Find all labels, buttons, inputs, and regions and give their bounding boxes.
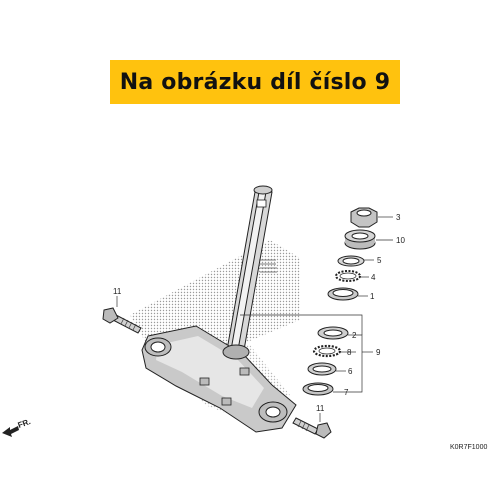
ball-bearing-part-4 — [335, 270, 361, 282]
callout-4: 4 — [371, 273, 376, 282]
callout-6: 6 — [348, 367, 353, 376]
bearing-race-part-5 — [337, 255, 365, 267]
callout-1: 1 — [370, 292, 375, 301]
part-number-banner: Na obrázku díl číslo 9 — [110, 60, 400, 104]
callout-7: 7 — [344, 388, 349, 397]
callout-11-right: 11 — [316, 404, 325, 413]
callout-3: 3 — [396, 213, 401, 222]
steering-stem — [226, 185, 277, 351]
race-part-7 — [302, 382, 334, 396]
front-arrow-icon — [2, 426, 19, 437]
callout-8: 8 — [347, 348, 352, 357]
shaded-background-area — [130, 240, 300, 350]
adjusting-nut-part-10 — [344, 229, 376, 250]
pinch-bolt-right — [292, 417, 332, 439]
callout-9: 9 — [376, 348, 381, 357]
callout-11-left: 11 — [113, 287, 122, 296]
callout-5: 5 — [377, 256, 382, 265]
front-direction-label: FR. — [17, 417, 32, 430]
callout-10: 10 — [396, 236, 405, 245]
ball-bearing-part-8 — [312, 344, 342, 358]
upper-race-part-1 — [327, 287, 359, 301]
callout-labels: 3 10 5 4 1 2 8 9 6 7 11 11 — [113, 213, 405, 413]
dust-seal-part-2 — [317, 326, 349, 340]
pinch-bolt-left — [102, 307, 142, 334]
callout-2: 2 — [352, 331, 357, 340]
nut-part-3 — [350, 207, 378, 228]
race-part-6 — [307, 362, 337, 376]
front-direction-indicator: FR. — [2, 417, 32, 437]
banner-text: Na obrázku díl číslo 9 — [119, 69, 391, 95]
diagram-code: K0R7F1000 — [450, 444, 487, 451]
leader-lines — [116, 216, 393, 422]
lower-bracket — [141, 325, 297, 433]
